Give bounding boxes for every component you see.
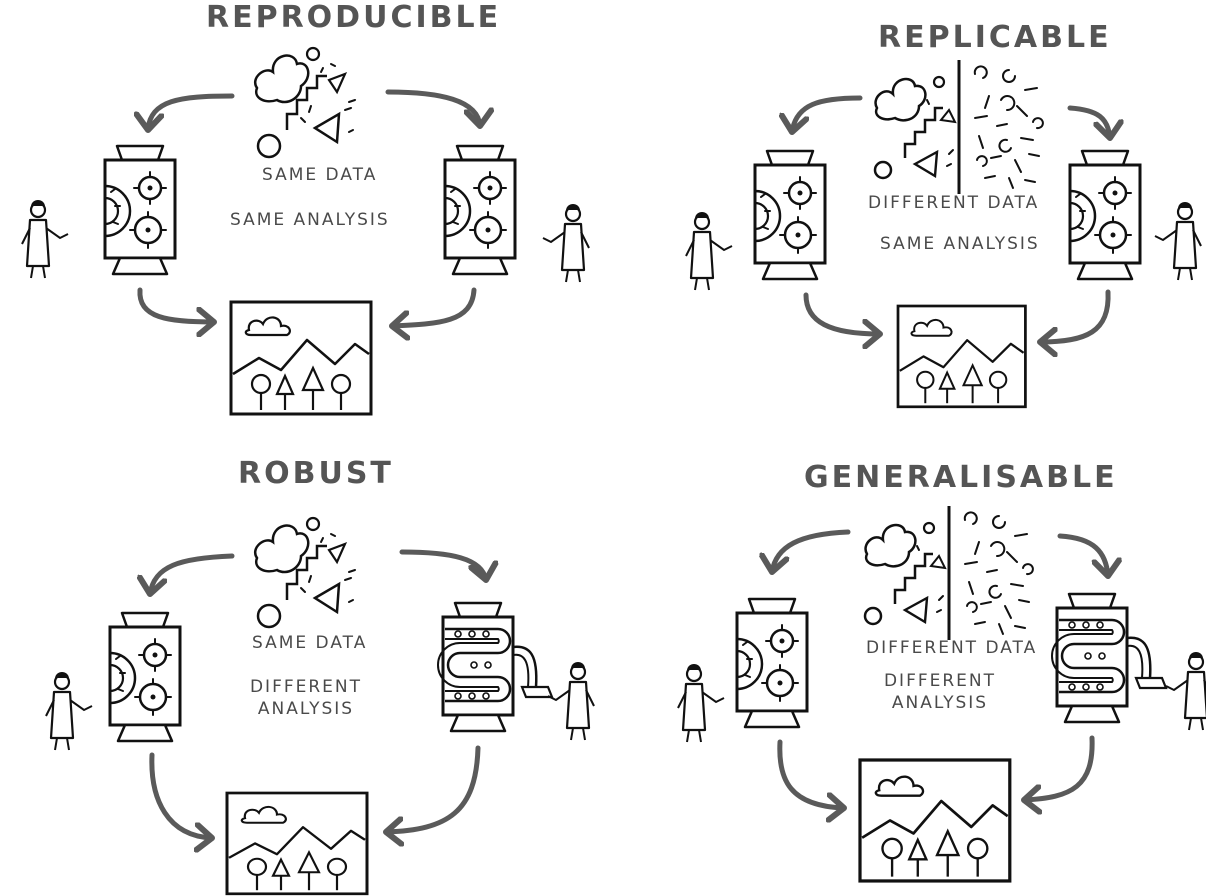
- replicable-title: Replicable: [878, 20, 1112, 55]
- reproducible-data-label: Same data: [262, 165, 378, 185]
- generalisable-data-label: Different data: [866, 638, 1038, 658]
- robust-data-label: Same data: [252, 633, 368, 653]
- replicable-data-label: Different data: [868, 193, 1040, 213]
- generalisable-analysis-label: Different analysis: [883, 671, 997, 713]
- reproducible-analysis-label: Same analysis: [230, 210, 390, 230]
- generalisable-title: Generalisable: [804, 460, 1118, 495]
- panel-reproducible-graphics: [20, 46, 591, 416]
- panel-replicable-graphics: [684, 58, 1203, 409]
- robust-analysis-label: Different analysis: [249, 677, 363, 719]
- replicable-analysis-label: Same analysis: [880, 234, 1040, 254]
- panel-robust-graphics: [44, 516, 596, 896]
- panel-generalisable-graphics: [676, 504, 1206, 883]
- reproducible-title: Reproducible: [206, 0, 502, 35]
- robust-title: Robust: [238, 456, 394, 491]
